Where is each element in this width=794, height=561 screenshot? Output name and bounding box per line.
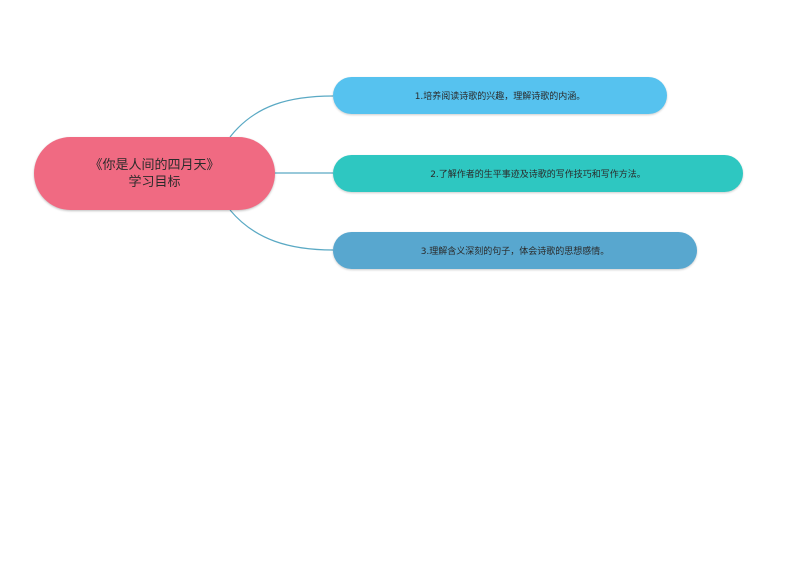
root-subtitle: 学习目标: [128, 174, 181, 190]
branch-topic-1-label: 1.培养阅读诗歌的兴趣，理解诗歌的内涵。: [414, 92, 586, 102]
branch-topic-3[interactable]: 3.理解含义深刻的句子，体会诗歌的思想感情。: [333, 232, 697, 269]
branch-topic-2[interactable]: 2.了解作者的生平事迹及诗歌的写作技巧和写作方法。: [333, 155, 743, 192]
root-topic[interactable]: 《你是人间的四月天》 学习目标: [34, 137, 275, 210]
branch-topic-2-label: 2.了解作者的生平事迹及诗歌的写作技巧和写作方法。: [430, 170, 646, 180]
branch-topic-3-label: 3.理解含义深刻的句子，体会诗歌的思想感情。: [420, 247, 610, 257]
root-title: 《你是人间的四月天》: [89, 157, 220, 173]
connector-1: [229, 95, 334, 138]
connector-3: [229, 209, 334, 251]
branch-topic-1[interactable]: 1.培养阅读诗歌的兴趣，理解诗歌的内涵。: [333, 77, 667, 114]
